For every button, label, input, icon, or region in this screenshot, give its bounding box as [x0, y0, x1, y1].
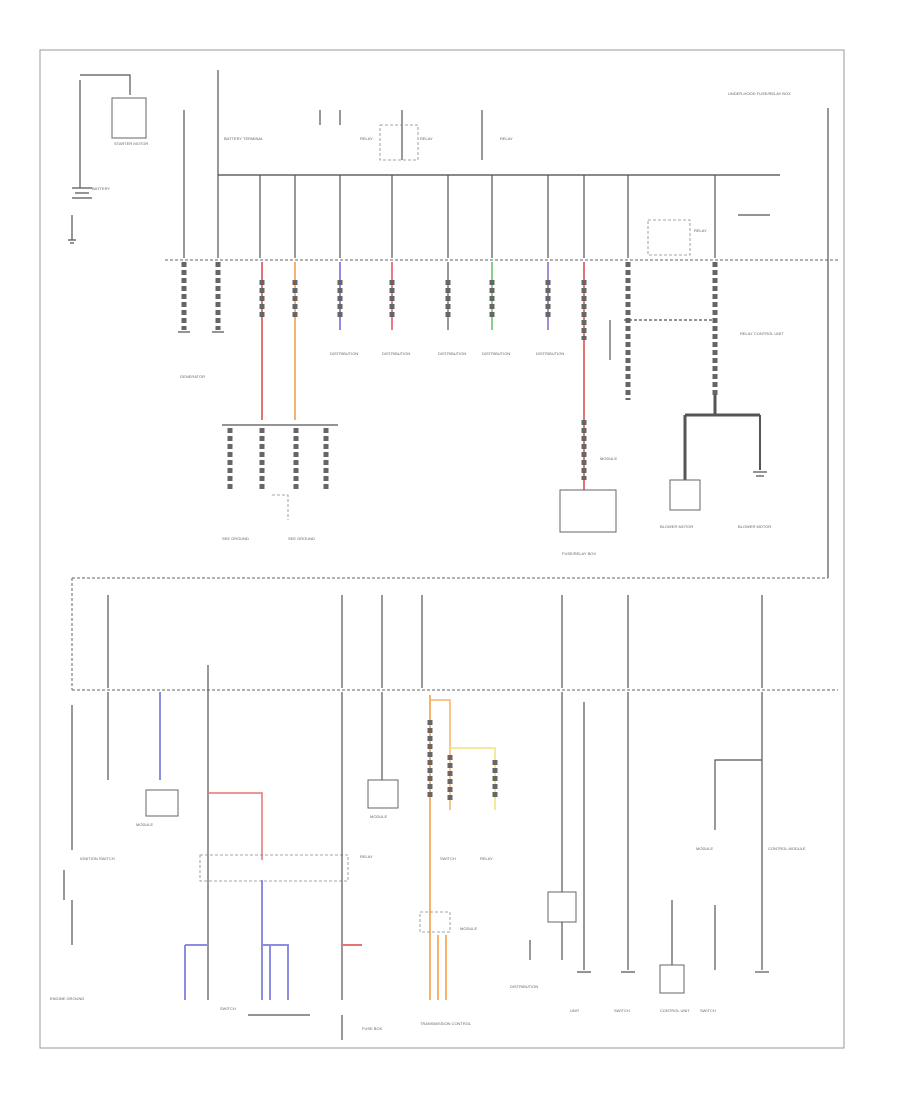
bm-label-1: SWITCH [440, 856, 456, 861]
mid-conn-label-2: SEE GROUND [288, 536, 315, 541]
mid-conn-label-1: SEE GROUND [222, 536, 249, 541]
bm-label-4: TRANSMISSION CONTROL [420, 1021, 472, 1026]
top-right-box-label: UNDER-HOOD FUSE/RELAY BOX [728, 91, 791, 96]
bottom-left: IGNITION SWITCH MODULE ENGINE GROUND SWI… [50, 665, 349, 1011]
battery-section: STARTER MOTOR BATTERY [68, 74, 148, 244]
dist-label-1: DISTRIBUTION [330, 351, 358, 356]
bc-label-4: FUSE BOX [362, 1026, 383, 1031]
bottom-middle: SWITCH RELAY MODULE TRANSMISSION CONTROL [419, 695, 498, 1026]
starter-box [111, 97, 147, 139]
right-blowers: BLOWER MOTOR BLOWER MOTOR [660, 395, 771, 529]
distribution-labels: DISTRIBUTION DISTRIBUTION DISTRIBUTION D… [330, 319, 784, 360]
br-label-5: MODULE [696, 846, 713, 851]
dist-label-3: DISTRIBUTION [438, 351, 466, 356]
top-conn-label: BATTERY TERMINAL [224, 136, 264, 141]
dist-label-4: DISTRIBUTION [482, 351, 510, 356]
relay-b-label: RELAY [420, 136, 433, 141]
secondary-bus [71, 577, 838, 691]
bl-label-2: MODULE [136, 822, 153, 827]
bc-label-1: RELAY [360, 854, 373, 859]
top-fuse-row: RELAY [259, 175, 770, 258]
outer-frame [39, 49, 845, 1049]
bc-label-2: MODULE [370, 814, 387, 819]
dist-label-5: DISTRIBUTION [536, 351, 564, 356]
br-label-3: CONTROL UNIT [660, 1008, 690, 1013]
br-label-1: UNIT [570, 1008, 580, 1013]
center-module-box-label: FUSE/RELAY BOX [562, 551, 596, 556]
generator-label: GENERATOR [180, 374, 205, 379]
battery-label: BATTERY [92, 186, 110, 191]
bl-label-4: ENGINE GROUND [50, 996, 84, 1001]
dist-label-2: DISTRIBUTION [382, 351, 410, 356]
bm-label-3: MODULE [460, 926, 477, 931]
right-box-label-2: BLOWER MOTOR [738, 524, 771, 529]
bl-label-3: SWITCH [220, 1006, 236, 1011]
br-label-2: SWITCH [614, 1008, 630, 1013]
bottom-center: RELAY MODULE FUSE BOX [248, 692, 399, 1040]
bl-label-1: IGNITION SWITCH [80, 856, 115, 861]
top-colored-drops [259, 262, 718, 490]
bm-label-2: RELAY [480, 856, 493, 861]
center-module: MODULE FUSE/RELAY BOX [559, 456, 617, 556]
left-mid-connectors: SEE GROUND SEE GROUND [222, 424, 338, 541]
br-label-6: DISTRIBUTION [510, 984, 538, 989]
generator-section: GENERATOR [178, 262, 224, 379]
br-label-4: SWITCH [700, 1008, 716, 1013]
br-label-7: CONTROL MODULE [768, 846, 806, 851]
relay-c-label: RELAY [500, 136, 513, 141]
relay-a-label: RELAY [360, 136, 373, 141]
starter-label: STARTER MOTOR [114, 141, 148, 146]
center-module-label: MODULE [600, 456, 617, 461]
right-conn-label: RELAY CONTROL UNIT [740, 331, 784, 336]
rear-relay-label: RELAY [694, 228, 707, 233]
top-feed: BATTERY TERMINAL RELAY RELAY RELAY UNDER… [183, 70, 829, 578]
relay-box-a [379, 124, 419, 161]
right-box-label-1: BLOWER MOTOR [660, 524, 693, 529]
bottom-right: DISTRIBUTION UNIT SWITCH CONTROL UNIT SW… [510, 692, 806, 1013]
